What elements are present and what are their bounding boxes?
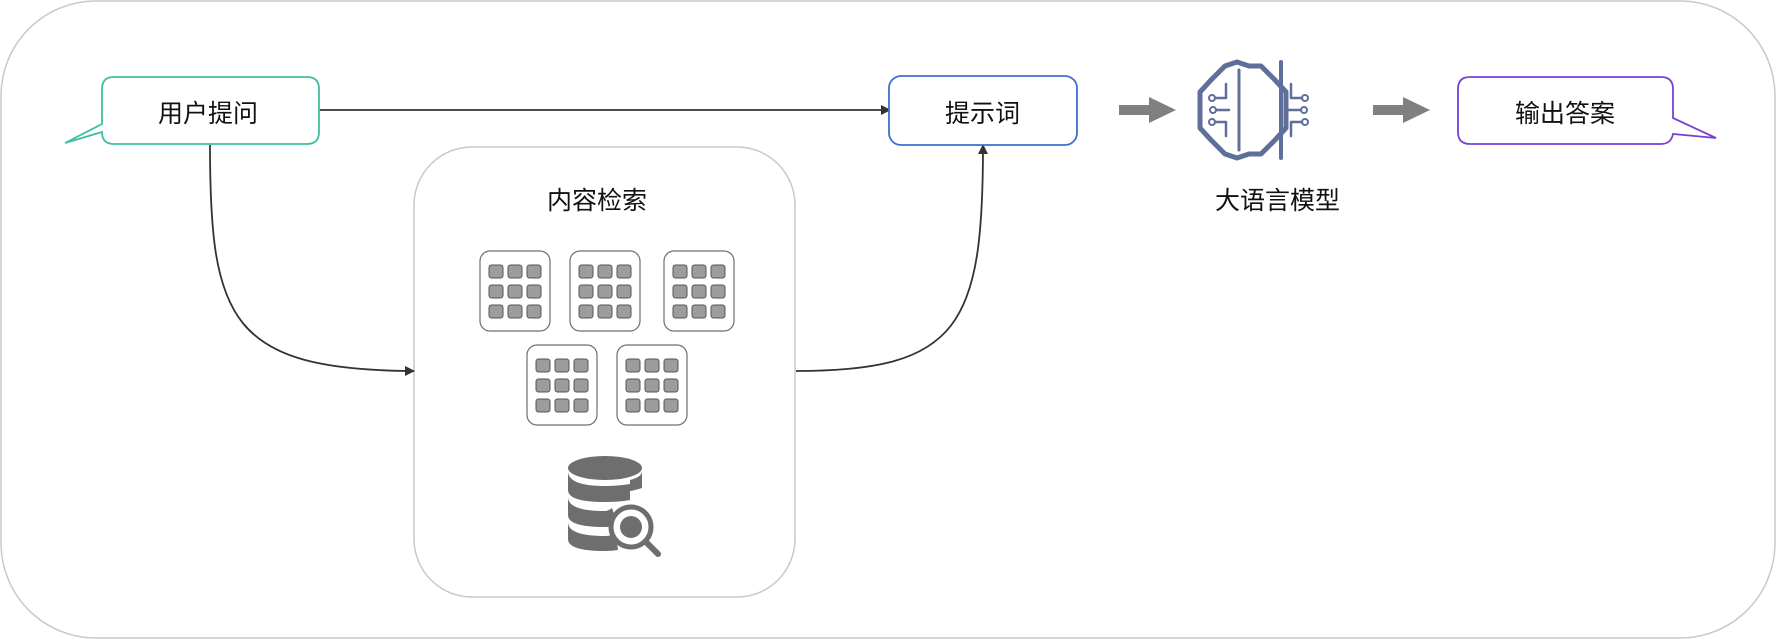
document-grid-icon [616, 344, 688, 426]
connector-question-to-retrieval [209, 144, 415, 376]
output-answer-node [1457, 76, 1717, 145]
prompt-label: 提示词 [945, 99, 1021, 128]
user-question-label: 用户提问 [158, 99, 259, 128]
document-grid-icons [479, 250, 735, 426]
brain-circuit-icon [1197, 59, 1309, 161]
llm-label: 大语言模型 [1215, 186, 1341, 215]
document-grid-icon [526, 344, 598, 426]
output-answer-label: 输出答案 [1515, 99, 1616, 128]
database-search-icon [568, 456, 661, 557]
prompt-node [888, 75, 1078, 146]
content-retrieval-label: 内容检索 [547, 186, 648, 215]
document-grid-icon [479, 250, 551, 332]
connector-retrieval-to-prompt [795, 144, 988, 372]
user-question-node [64, 76, 320, 145]
flow-arrow-llm-to-output [1373, 97, 1430, 123]
document-grid-icon [569, 250, 641, 332]
flow-arrow-prompt-to-llm [1119, 97, 1176, 123]
document-grid-icon [663, 250, 735, 332]
